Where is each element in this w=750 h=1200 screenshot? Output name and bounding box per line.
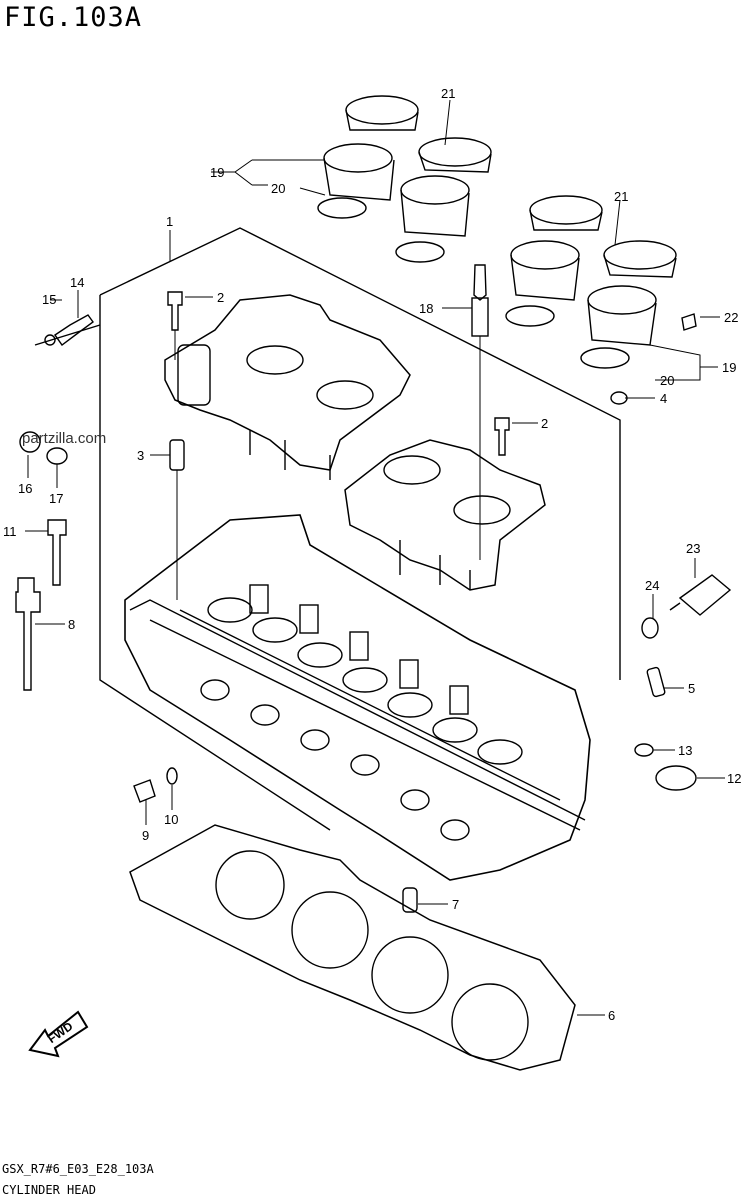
callout-24: 24 xyxy=(645,578,659,593)
callout-21b: 21 xyxy=(614,189,628,204)
intake-manifold-front xyxy=(164,294,411,471)
callout-20a: 20 xyxy=(271,181,285,196)
plug-16 xyxy=(19,431,41,453)
screw xyxy=(681,313,697,331)
callout-16: 16 xyxy=(18,481,32,496)
callout-20b: 20 xyxy=(660,373,674,388)
intake-manifold-rear xyxy=(344,439,546,591)
intake-boots-rear xyxy=(505,195,677,369)
callout-6: 6 xyxy=(608,1008,615,1023)
bolt-11 xyxy=(47,519,67,586)
bolt-right xyxy=(494,417,510,456)
callout-2b: 2 xyxy=(541,416,548,431)
callout-5: 5 xyxy=(688,681,695,696)
callout-2a: 2 xyxy=(217,290,224,305)
oring-12 xyxy=(655,765,697,791)
callout-10: 10 xyxy=(164,812,178,827)
fwd-arrow xyxy=(28,1010,89,1058)
spark-plug xyxy=(473,264,487,301)
bolt-8 xyxy=(15,577,41,691)
callout-19a: 19 xyxy=(210,165,224,180)
washer-10 xyxy=(166,767,178,785)
callout-7: 7 xyxy=(452,897,459,912)
callout-17: 17 xyxy=(49,491,63,506)
callout-22: 22 xyxy=(724,310,738,325)
callout-9: 9 xyxy=(142,828,149,843)
temp-sensor xyxy=(678,574,732,616)
dowel-pin xyxy=(169,439,185,471)
callout-4: 4 xyxy=(660,391,667,406)
gasket-bore-4 xyxy=(451,983,529,1061)
callout-14: 14 xyxy=(70,275,84,290)
gasket-17 xyxy=(46,447,68,465)
bolt-left xyxy=(167,291,183,331)
intake-boots-front xyxy=(317,95,492,263)
frame-left xyxy=(99,295,331,831)
nut xyxy=(610,391,628,405)
exhaust-ports xyxy=(200,679,470,841)
callout-18: 18 xyxy=(419,301,433,316)
callout-3: 3 xyxy=(137,448,144,463)
callout-12: 12 xyxy=(727,771,741,786)
frame-outline xyxy=(99,227,621,680)
oil-jet xyxy=(54,314,94,346)
footer-name: CYLINDER HEAD xyxy=(2,1183,96,1197)
cylinder-head-body xyxy=(124,514,591,881)
bolt-9 xyxy=(133,779,156,803)
gasket-bore-2 xyxy=(291,891,369,969)
callout-15: 15 xyxy=(42,292,56,307)
washer-24 xyxy=(641,617,659,639)
callout-11: 11 xyxy=(3,524,17,539)
footer-code: GSX_R7#6_E03_E28_103A xyxy=(2,1162,154,1176)
callout-23: 23 xyxy=(686,541,700,556)
head-gasket xyxy=(129,824,576,1071)
figure-title: FIG.103A xyxy=(4,2,143,33)
camshaft-journals xyxy=(207,584,523,765)
callout-labels: 1 2 2 3 4 5 6 7 8 9 10 11 12 13 14 15 16… xyxy=(3,86,741,1046)
callout-13: 13 xyxy=(678,743,692,758)
dowel-7 xyxy=(402,887,418,913)
callout-19b: 19 xyxy=(722,360,736,375)
gasket-bore-3 xyxy=(371,936,449,1014)
dowel-5 xyxy=(646,666,666,698)
oring-13 xyxy=(634,743,654,757)
callout-8: 8 xyxy=(68,617,75,632)
gasket-bore-1 xyxy=(215,850,285,920)
watermark: partzilla.com xyxy=(22,430,107,447)
callout-21a: 21 xyxy=(441,86,455,101)
callout-1: 1 xyxy=(166,214,173,229)
